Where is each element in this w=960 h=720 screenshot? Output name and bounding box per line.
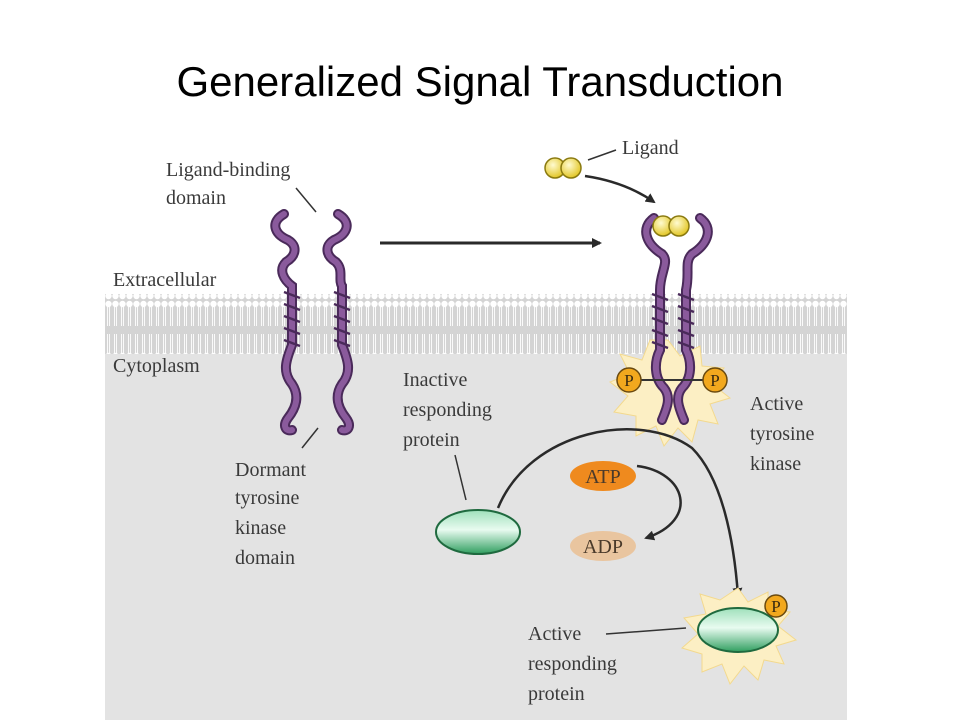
ligand-binding-arrow [584,174,656,204]
inactive-protein-pointer [454,454,467,501]
active-receptor [641,213,713,425]
dormant-receptor [270,209,354,436]
phosphate-right: P [702,367,728,393]
atp-to-adp-arrow [636,464,682,541]
phosphate-active-protein: P [764,594,788,618]
adp-label: ADP [583,536,623,558]
ligand-binding-domain-pointer [295,187,317,213]
ligand-binding-domain-label: Ligand-binding domain [166,159,295,209]
svg-text:P: P [624,371,633,390]
active-kinase-label: Active tyrosine kinase [750,393,819,475]
cell-membrane [105,294,847,354]
phosphate-left: P [616,367,642,393]
inactive-responding-protein [435,509,521,555]
active-protein-pointer [605,627,687,635]
ligand-pointer [587,149,617,161]
svg-text:P: P [710,371,719,390]
slide-title: Generalized Signal Transduction [176,58,784,105]
dormant-kinase-label: Dormant tyrosine kinase domain [235,459,311,569]
atp-molecule [570,461,636,491]
bound-ligand [652,215,690,237]
cytoplasm-label: Cytoplasm [113,355,200,377]
phosphorylation-arrow [496,428,743,598]
ligand-label: Ligand [622,137,679,159]
active-responding-protein [697,607,779,653]
atp-label: ATP [585,466,621,488]
extracellular-label: Extracellular [113,269,217,291]
adp-molecule [570,531,636,561]
free-ligand [544,157,582,179]
dormant-kinase-pointer [301,427,319,449]
active-protein-label: Active responding protein [528,623,622,705]
svg-text:P: P [771,597,780,616]
inactive-protein-label: Inactive responding protein [403,369,497,451]
